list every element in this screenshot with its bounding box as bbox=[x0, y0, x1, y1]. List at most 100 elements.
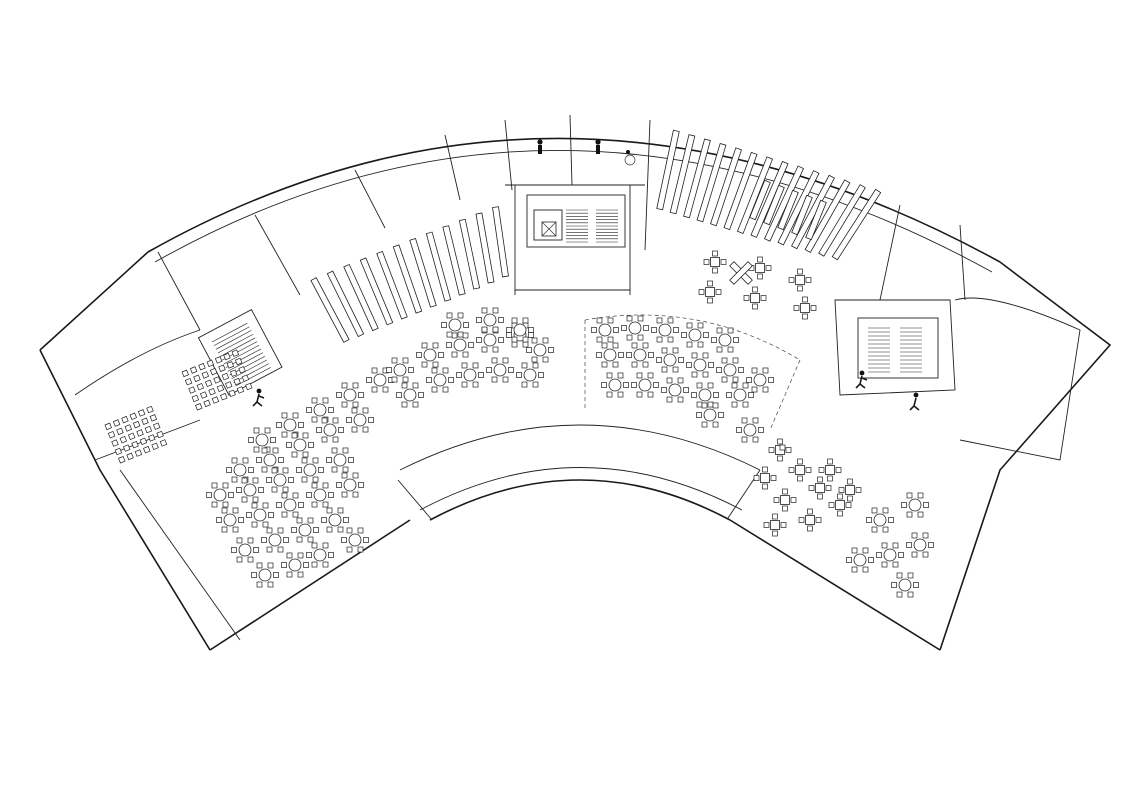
chair bbox=[225, 381, 233, 389]
chair bbox=[342, 447, 349, 454]
chair bbox=[492, 346, 499, 353]
chair bbox=[241, 477, 248, 484]
chair bbox=[371, 367, 378, 374]
chair bbox=[793, 305, 800, 311]
chair bbox=[788, 467, 795, 473]
chair bbox=[901, 502, 907, 508]
chair bbox=[691, 392, 697, 398]
chair bbox=[222, 501, 229, 508]
chair bbox=[231, 457, 238, 464]
chair bbox=[845, 502, 852, 508]
chair bbox=[642, 361, 649, 368]
chair bbox=[707, 297, 713, 304]
chair bbox=[472, 381, 479, 388]
chair bbox=[906, 542, 912, 548]
chair bbox=[432, 342, 439, 349]
person-icon bbox=[537, 139, 543, 154]
chair bbox=[231, 349, 240, 357]
chair bbox=[742, 382, 749, 389]
round-table bbox=[688, 328, 702, 342]
chair bbox=[149, 414, 158, 422]
classroom-seating bbox=[104, 405, 168, 464]
chair bbox=[720, 259, 727, 265]
chair bbox=[236, 386, 245, 394]
chair bbox=[691, 352, 698, 359]
chair bbox=[596, 317, 603, 324]
chair bbox=[542, 337, 549, 344]
chair bbox=[267, 562, 274, 569]
chair bbox=[308, 442, 314, 448]
chair bbox=[446, 331, 453, 338]
chair bbox=[296, 517, 303, 524]
chair bbox=[708, 362, 714, 368]
chair bbox=[898, 552, 904, 558]
chair bbox=[677, 377, 684, 384]
square-table bbox=[805, 515, 815, 525]
chair bbox=[218, 364, 226, 372]
round-table bbox=[463, 368, 477, 382]
round-table bbox=[268, 533, 282, 547]
chair bbox=[892, 561, 899, 568]
chair bbox=[276, 502, 282, 508]
bookshelf bbox=[669, 134, 696, 215]
chair bbox=[481, 346, 488, 353]
chair bbox=[281, 492, 288, 499]
chair bbox=[358, 392, 364, 398]
chair bbox=[322, 501, 329, 508]
chair bbox=[779, 444, 786, 451]
chair bbox=[143, 445, 151, 454]
chair bbox=[631, 361, 638, 368]
chair bbox=[751, 367, 758, 374]
chair bbox=[446, 312, 453, 319]
chair bbox=[446, 342, 452, 348]
chair bbox=[362, 407, 369, 414]
chair bbox=[726, 392, 732, 398]
chair bbox=[531, 356, 538, 363]
chair bbox=[236, 537, 243, 544]
chair bbox=[313, 527, 319, 533]
chair bbox=[262, 521, 269, 528]
square-table bbox=[845, 485, 855, 495]
chair bbox=[221, 507, 228, 514]
chair bbox=[332, 436, 339, 443]
chair bbox=[486, 367, 492, 373]
chair bbox=[752, 286, 758, 293]
chair bbox=[613, 327, 619, 333]
chair bbox=[278, 457, 284, 463]
chair bbox=[472, 362, 479, 369]
bookshelf bbox=[791, 194, 813, 236]
chair bbox=[892, 542, 899, 549]
chair bbox=[596, 352, 602, 358]
round-table bbox=[718, 333, 732, 347]
chair bbox=[642, 342, 649, 349]
chair bbox=[331, 466, 338, 473]
chair bbox=[837, 493, 843, 500]
round-table bbox=[288, 558, 302, 572]
chair bbox=[871, 526, 878, 533]
chair bbox=[607, 317, 614, 324]
chair bbox=[738, 367, 744, 373]
chair bbox=[612, 361, 619, 368]
chair bbox=[917, 492, 924, 499]
chair bbox=[336, 482, 342, 488]
chair bbox=[906, 511, 913, 518]
chair bbox=[626, 334, 633, 341]
round-table bbox=[328, 513, 342, 527]
bookshelf bbox=[683, 138, 711, 219]
chair bbox=[296, 467, 302, 473]
chair bbox=[426, 377, 432, 383]
round-table bbox=[263, 453, 277, 467]
chair bbox=[357, 546, 364, 553]
chair bbox=[328, 492, 334, 498]
chair bbox=[441, 322, 447, 328]
chair bbox=[797, 458, 803, 465]
stair-tread bbox=[233, 363, 269, 383]
chair bbox=[476, 317, 482, 323]
chair bbox=[442, 386, 449, 393]
chair bbox=[116, 427, 124, 436]
chair bbox=[810, 305, 817, 311]
stair-tread bbox=[227, 352, 264, 372]
round-table bbox=[353, 413, 367, 427]
chair bbox=[277, 546, 284, 553]
chair bbox=[748, 392, 754, 398]
